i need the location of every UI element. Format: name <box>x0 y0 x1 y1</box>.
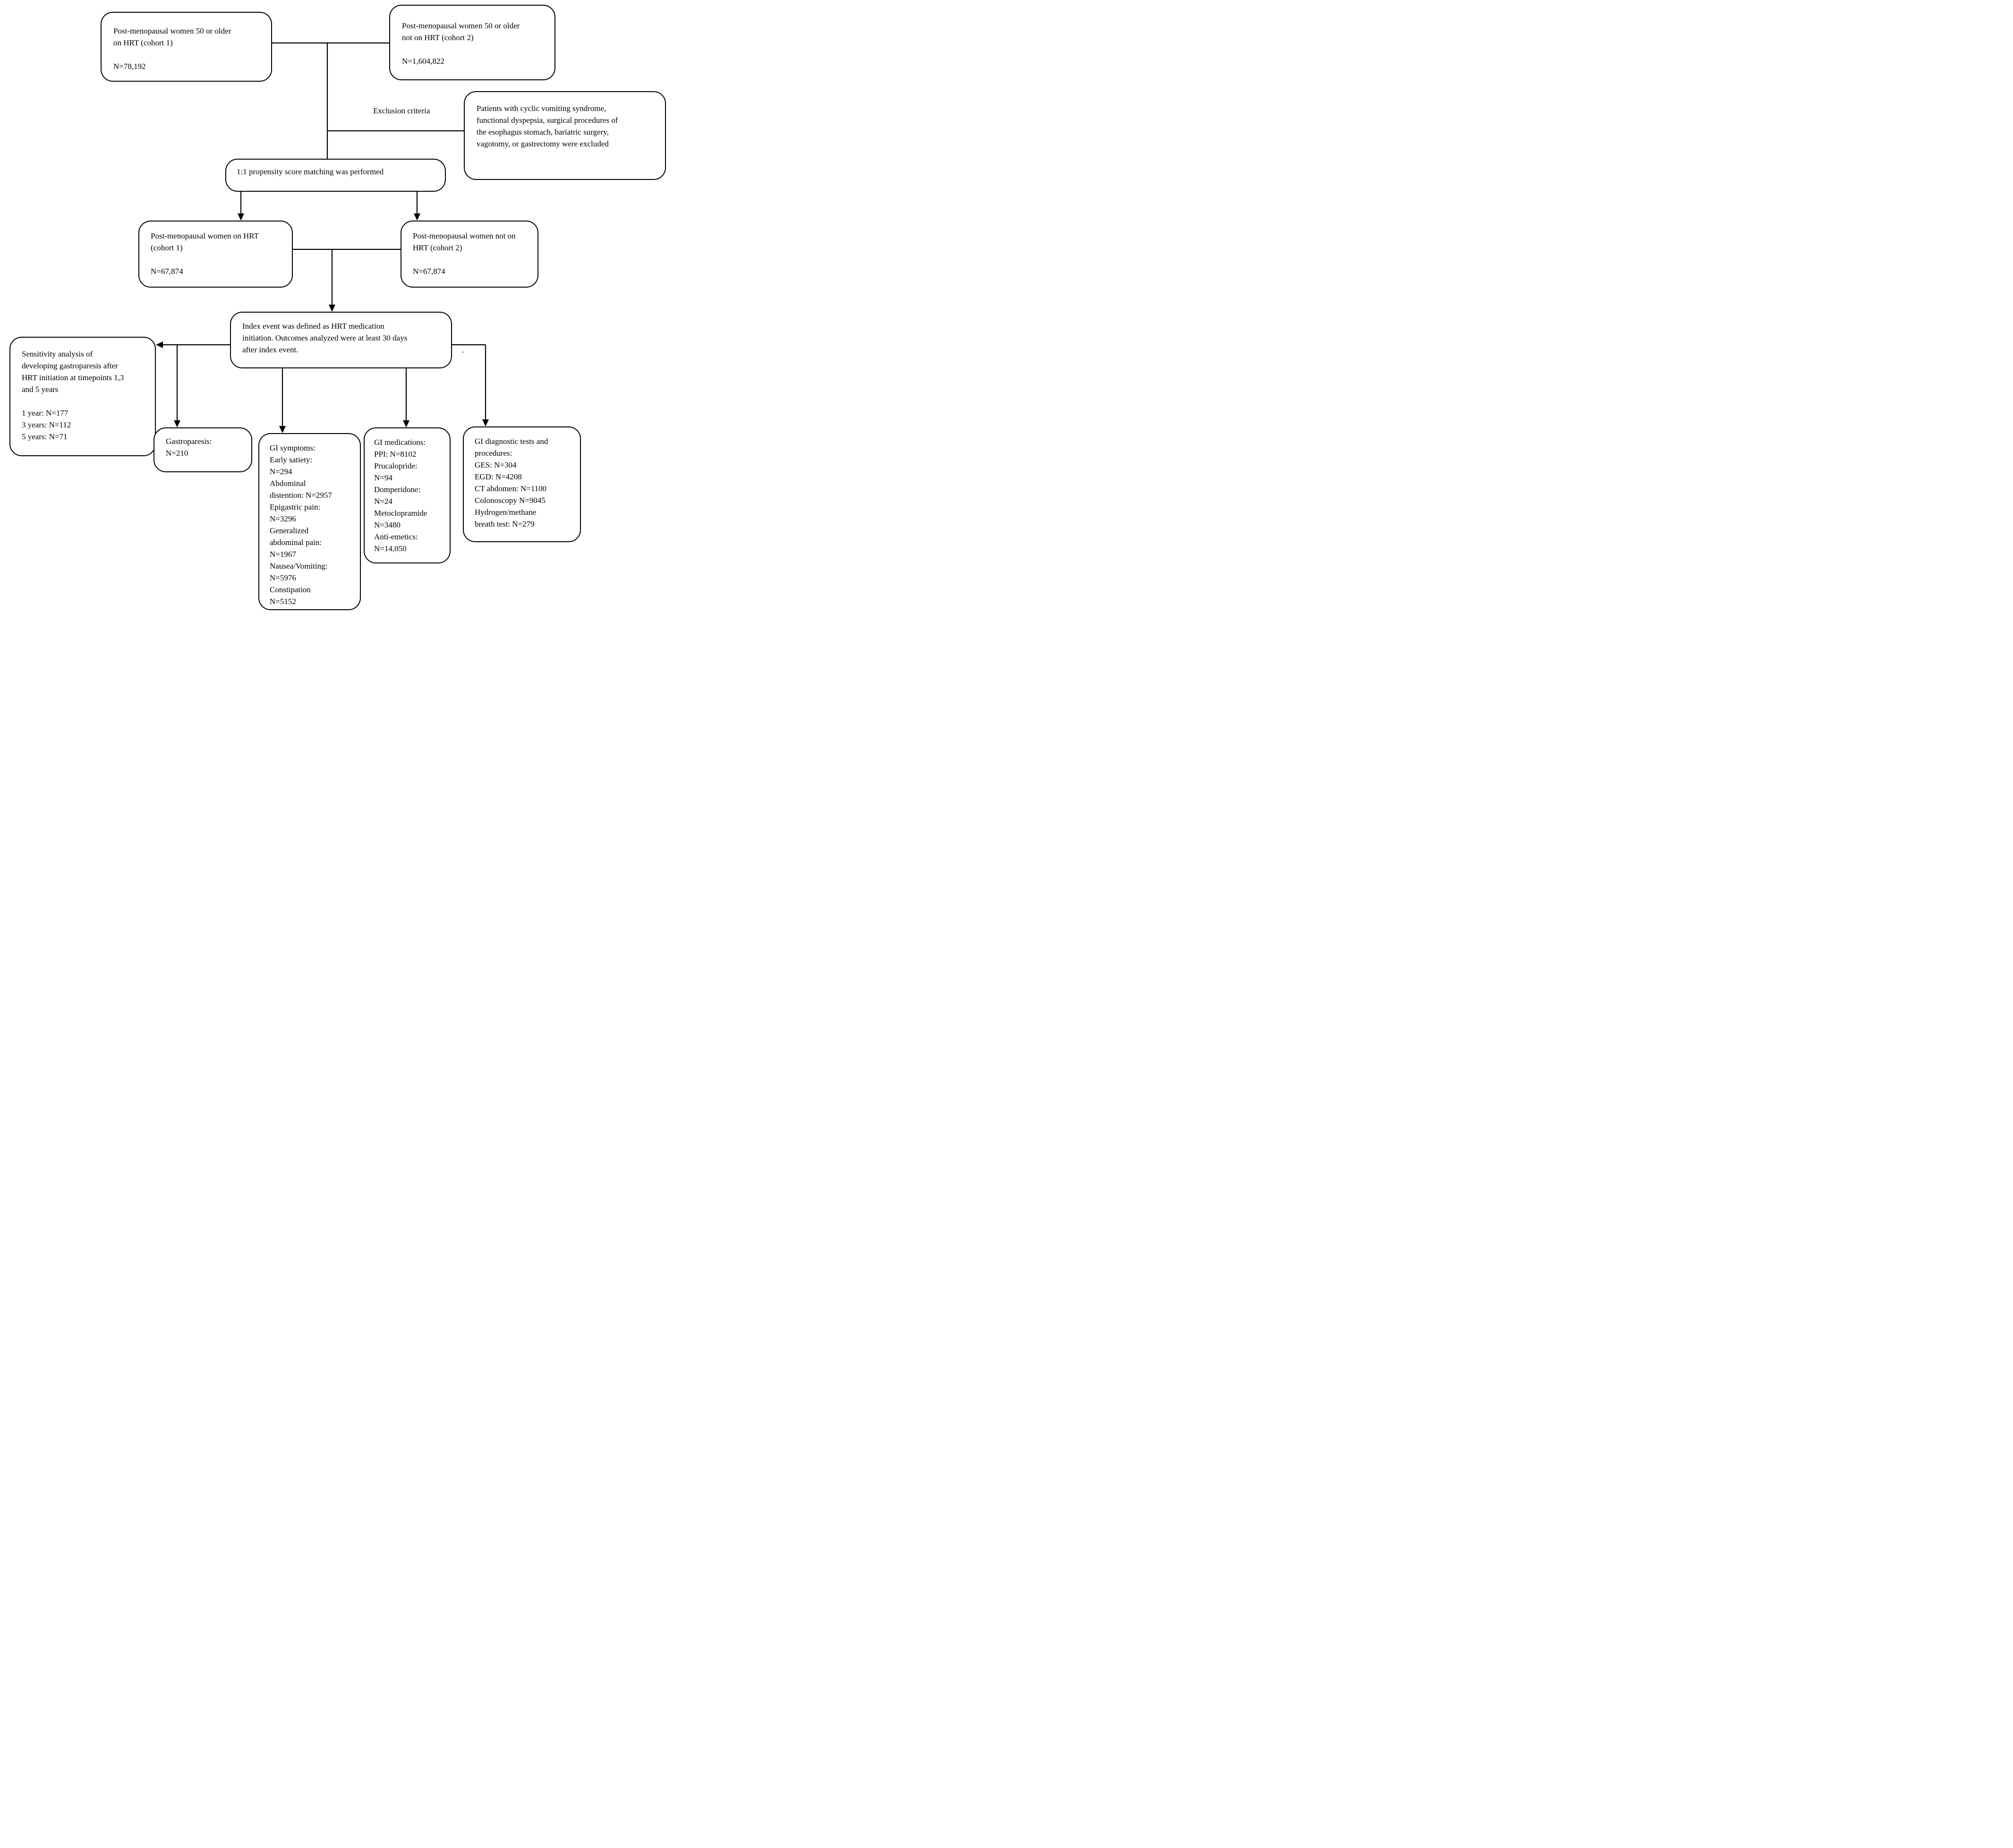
arrow-index-to-gastroparesis-head <box>174 420 180 427</box>
box-cohort2-initial: Post-menopausal women 50 or older not on… <box>389 5 555 80</box>
stray-quote-artifact: ’ <box>462 350 464 357</box>
box-cohort2-matched: Post-menopausal women not on HRT (cohort… <box>401 221 538 288</box>
box-cohort1-initial: Post-menopausal women 50 or older on HRT… <box>101 12 272 82</box>
box-gi-medications: GI medications: PPI: N=8102 Prucalopride… <box>364 427 451 563</box>
arrow-index-to-symptoms-head <box>279 426 286 433</box>
box-gastroparesis: Gastroparesis: N=210 <box>154 427 252 472</box>
arrow-index-to-diagnostics-head <box>482 419 489 426</box>
arrow-cohorts-to-index-head <box>329 305 335 312</box>
connector-layer <box>156 42 489 433</box>
box-gi-symptoms: GI symptoms: Early satiety: N=294 Abdomi… <box>258 433 361 610</box>
box-index-event: Index event was defined as HRT medicatio… <box>230 312 452 368</box>
arrow-matching-to-cohort1-head <box>238 213 244 221</box>
box-sensitivity-analysis: Sensitivity analysis of developing gastr… <box>9 337 156 456</box>
box-gi-diagnostic-tests: GI diagnostic tests and procedures: GES:… <box>463 426 581 542</box>
arrow-index-to-sensitivity-head <box>156 341 163 348</box>
exclusion-criteria-label: Exclusion criteria <box>373 106 430 115</box>
arrow-index-to-medications-head <box>403 420 409 427</box>
study-flow-diagram: Post-menopausal women 50 or older on HRT… <box>0 0 671 616</box>
box-propensity-matching: 1:1 propensity score matching was perfor… <box>225 159 446 192</box>
box-exclusion-criteria: Patients with cyclic vomiting syndrome, … <box>464 91 666 180</box>
arrow-matching-to-cohort2-head <box>414 213 420 221</box>
box-cohort1-matched: Post-menopausal women on HRT (cohort 1) … <box>138 221 293 288</box>
